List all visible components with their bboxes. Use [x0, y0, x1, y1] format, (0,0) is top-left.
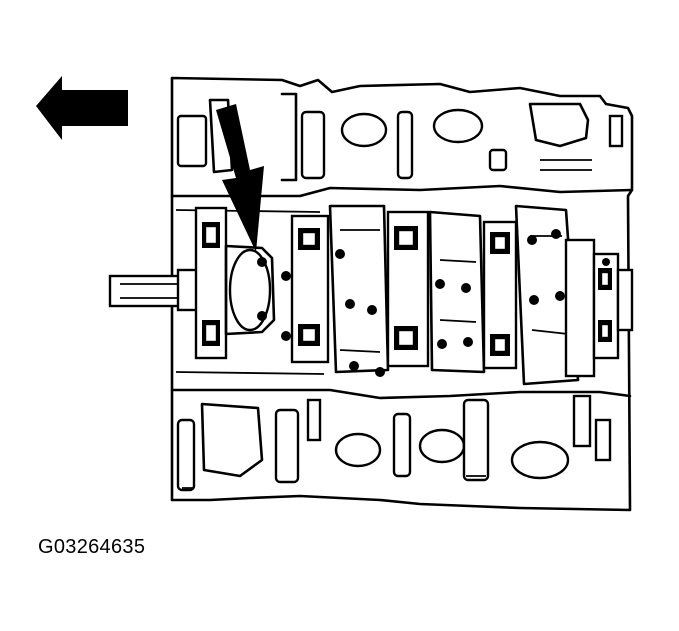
- bearing-cap-bolts: [257, 229, 610, 377]
- crankshaft-nose: [108, 268, 204, 312]
- front-seal-housing: [194, 206, 276, 360]
- direction-arrow-icon: [36, 76, 128, 140]
- cylinder-block-outline: [170, 76, 634, 512]
- crank-journals: [290, 204, 634, 386]
- lower-ports: [176, 394, 612, 492]
- pointer-arrow-icon: [216, 104, 264, 252]
- figure-caption: G03264635: [38, 536, 146, 558]
- upper-ports: [176, 92, 624, 182]
